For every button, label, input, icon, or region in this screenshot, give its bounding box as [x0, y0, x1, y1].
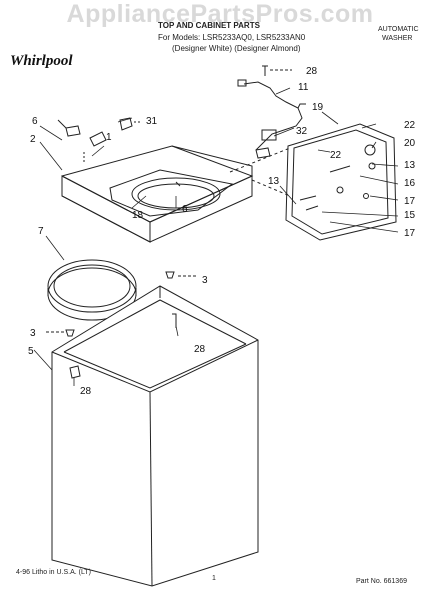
part-number: Part No. 661369 — [356, 578, 407, 585]
callout-2: 2 — [30, 134, 36, 145]
callout-7: 7 — [38, 226, 44, 237]
callout-15: 15 — [404, 210, 416, 221]
clip-31[interactable] — [119, 117, 142, 131]
callout-13-mid: 13 — [268, 176, 280, 187]
callout-11: 11 — [298, 82, 309, 93]
leader-lines — [33, 87, 399, 386]
brand-logo: Whirlpool — [10, 53, 73, 69]
callout-32: 32 — [296, 126, 308, 137]
callout-18: 18 — [132, 210, 144, 221]
diagram-title: TOP AND CABINET PARTS — [158, 21, 260, 30]
print-info: 4-96 Litho in U.S.A. (LT) — [16, 569, 91, 576]
wire-harness[interactable] — [237, 79, 306, 151]
screw-3-left[interactable] — [46, 329, 75, 337]
hinge-pin-6[interactable] — [57, 119, 81, 137]
product-type-line1: AUTOMATIC — [378, 26, 419, 33]
callout-28-top: 28 — [306, 66, 318, 77]
page-number: 1 — [212, 575, 216, 582]
switch-32[interactable] — [255, 147, 271, 159]
tub-ring[interactable] — [47, 259, 137, 321]
callout-6-top: 6 — [182, 204, 188, 215]
callout-19: 19 — [312, 102, 324, 113]
callout-6-left: 6 — [32, 116, 38, 127]
callout-22-right: 22 — [404, 120, 416, 131]
model-numbers: For Models: LSR5233AQ0, LSR5233AN0 — [158, 33, 306, 42]
hinge-1[interactable] — [83, 131, 107, 164]
callout-28-mid: 28 — [194, 344, 206, 355]
callout-20: 20 — [404, 138, 416, 149]
product-type-line2: WASHER — [382, 35, 413, 42]
callout-3-left: 3 — [30, 328, 36, 339]
callout-17-b: 17 — [404, 228, 416, 239]
control-console[interactable] — [229, 123, 397, 241]
callout-1: 1 — [106, 132, 112, 143]
callout-28-bottom: 28 — [80, 386, 92, 397]
washer-top-panel[interactable] — [61, 145, 254, 243]
callout-16: 16 — [404, 178, 416, 189]
watermark: AppliancePartsPros.com — [66, 0, 374, 28]
callout-3-right: 3 — [202, 275, 208, 286]
screw-28-top[interactable] — [262, 65, 292, 76]
callout-13-right: 13 — [404, 160, 416, 171]
callout-5: 5 — [28, 346, 34, 357]
callout-31: 31 — [146, 116, 158, 127]
callout-22-inner: 22 — [330, 150, 342, 161]
cabinet[interactable] — [51, 285, 259, 587]
screw-3-right[interactable] — [165, 271, 196, 279]
model-colors: (Designer White) (Designer Almond) — [172, 44, 301, 53]
callout-17-a: 17 — [404, 196, 416, 207]
